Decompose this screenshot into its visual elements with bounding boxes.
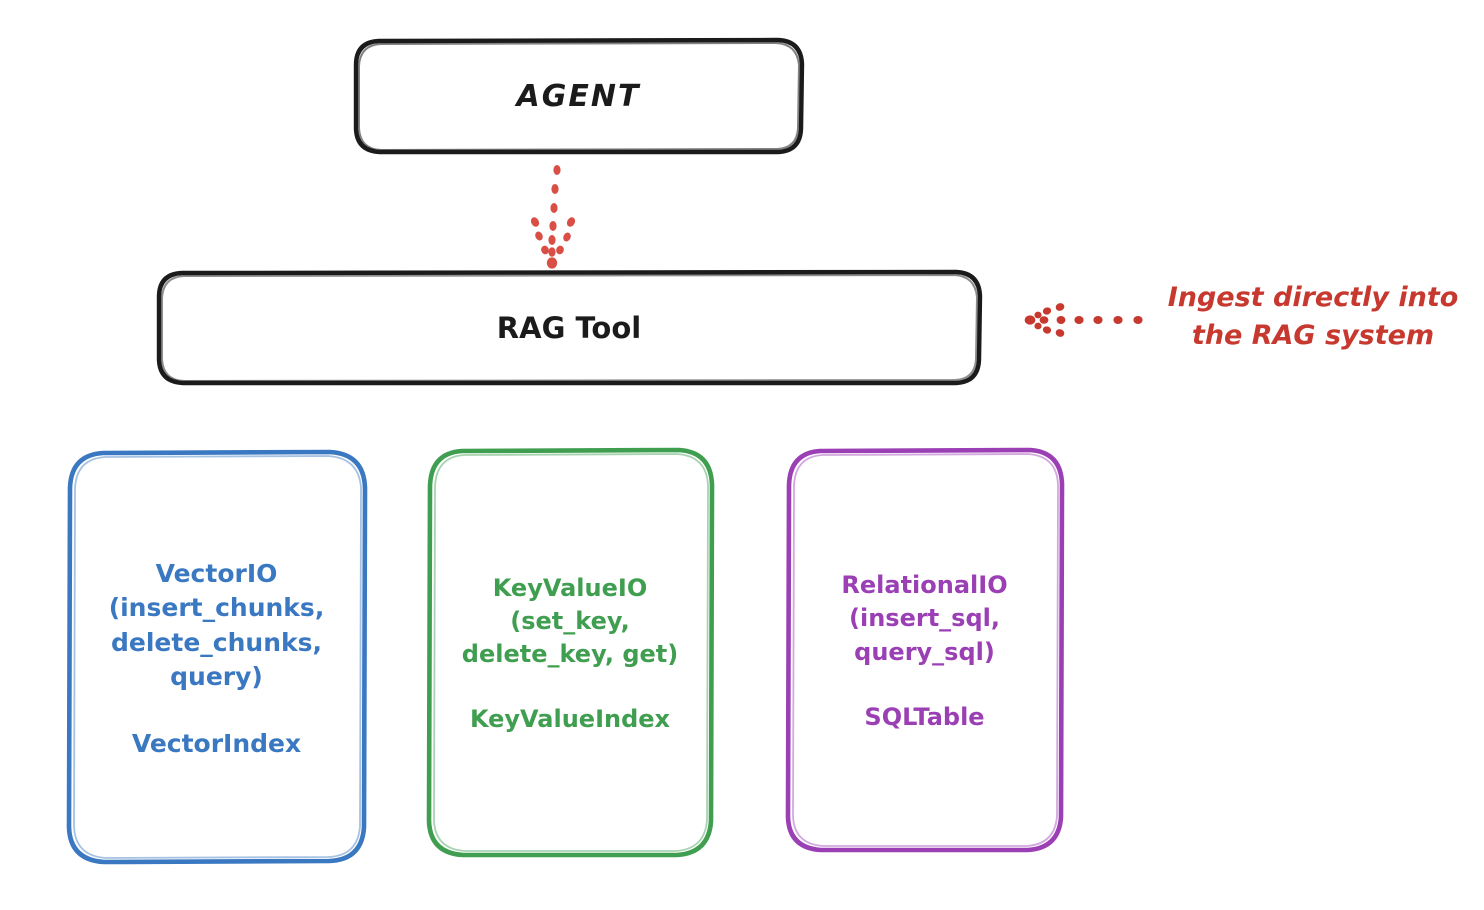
key-value-io-box-outline bbox=[426, 447, 715, 858]
node-agent[interactable]: AGENT bbox=[355, 40, 802, 153]
node-vector-io-entity: VectorIndex bbox=[131, 728, 302, 758]
node-key-value-io-api: KeyValueIO (set_key, delete_key, get) bbox=[461, 573, 679, 669]
node-key-value-io[interactable]: KeyValueIO (set_key, delete_key, get) Ke… bbox=[428, 450, 712, 855]
node-key-value-io-entity: KeyValueIndex bbox=[469, 705, 671, 734]
relational-io-box-outline bbox=[785, 447, 1065, 853]
node-rag-tool[interactable]: RAG Tool bbox=[158, 272, 980, 383]
node-vector-io[interactable]: VectorIO (insert_chunks, delete_chunks, … bbox=[68, 452, 365, 862]
ingest-note-arrow bbox=[1024, 303, 1143, 337]
rag-tool-box-outline bbox=[156, 269, 983, 386]
node-relational-io-entity: SQLTable bbox=[864, 702, 985, 731]
node-relational-io[interactable]: RelationalIO (insert_sql, query_sql) SQL… bbox=[787, 450, 1062, 850]
agent-to-rag-tool-arrow bbox=[530, 165, 576, 269]
ingest-annotation-label: Ingest directly into the RAG system bbox=[1167, 282, 1459, 352]
node-rag-tool-label: RAG Tool bbox=[496, 310, 642, 345]
agent-box-outline bbox=[353, 37, 805, 155]
vector-io-box-outline bbox=[66, 449, 368, 865]
node-agent-label: AGENT bbox=[516, 79, 641, 114]
node-vector-io-api: VectorIO (insert_chunks, delete_chunks, … bbox=[108, 558, 325, 692]
node-relational-io-api: RelationalIO (insert_sql, query_sql) bbox=[841, 571, 1008, 666]
